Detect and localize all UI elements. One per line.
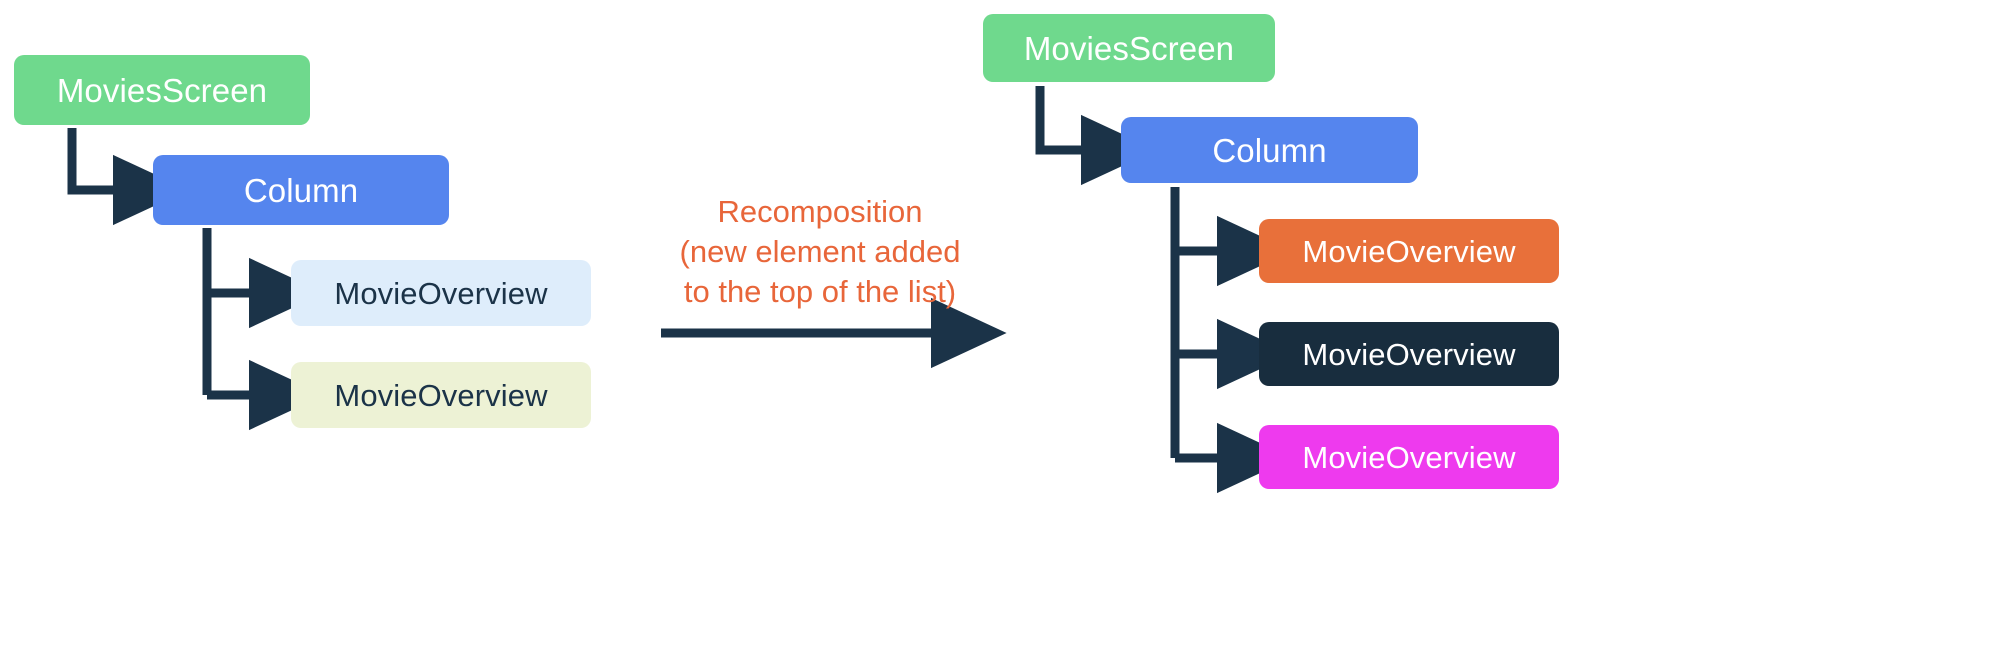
recomposition-caption: Recomposition (new element added to the …	[679, 194, 961, 309]
node-movie-overview-left-2[interactable]: MovieOverview	[291, 362, 591, 428]
node-label: Column	[243, 171, 359, 209]
node-label: MoviesScreen	[1023, 29, 1235, 67]
connector-movies-to-column-right	[1035, 86, 1157, 186]
node-label: MovieOverview	[334, 275, 548, 311]
connector-column-children-left	[202, 228, 325, 431]
connector-movies-to-column-left	[67, 128, 189, 226]
connector-column-children-right	[1170, 187, 1293, 494]
node-label: MovieOverview	[1302, 336, 1516, 372]
node-column-right[interactable]: Column	[1121, 117, 1418, 183]
node-label: MovieOverview	[334, 377, 548, 413]
node-movie-overview-right-1[interactable]: MovieOverview	[1259, 219, 1559, 283]
node-label: Column	[1212, 131, 1327, 169]
node-movie-overview-right-2[interactable]: MovieOverview	[1259, 322, 1559, 386]
node-label: MovieOverview	[1302, 439, 1516, 475]
node-label: MoviesScreen	[56, 71, 268, 109]
node-movie-overview-left-1[interactable]: MovieOverview	[291, 260, 591, 326]
node-column-left[interactable]: Column	[153, 155, 449, 225]
node-movies-screen-right[interactable]: MoviesScreen	[983, 14, 1275, 82]
node-movies-screen-left[interactable]: MoviesScreen	[14, 55, 310, 125]
node-movie-overview-right-3[interactable]: MovieOverview	[1259, 425, 1559, 489]
node-label: MovieOverview	[1302, 233, 1516, 269]
